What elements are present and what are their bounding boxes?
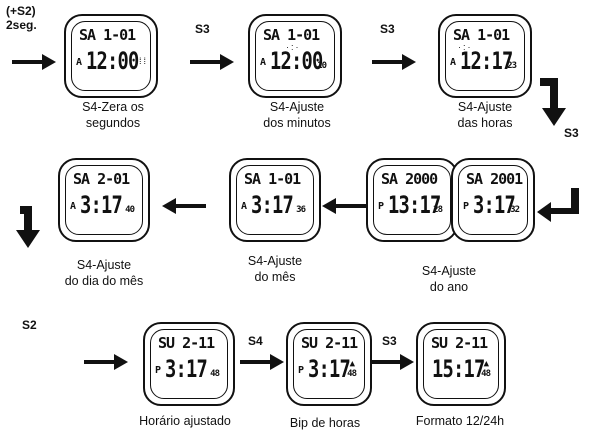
caption-line: do ano [429,280,469,294]
display-seconds: 23 [507,61,517,71]
caption-line: S4-Zera os [82,100,144,114]
caption-line: do dia do mês [64,274,144,288]
display-day-date: SA 1-01 [453,26,510,44]
display-seconds: 36 [296,205,306,215]
right-arrow-icon [84,354,128,370]
caption-line: do mês [254,270,296,284]
display-day-date: SA 2000 [381,170,438,188]
watch-display: SU 2-11 P 3:17 ▲ 48 [286,322,372,406]
display-seconds: 48 [210,369,220,379]
display-time: 3:17 [473,191,516,219]
down-arrow-icon [16,206,40,248]
display-day-date: SA 2001 [466,170,523,188]
display-ampm: P [298,365,304,376]
watch-display: SU 2-11 P 3:17 48 [143,322,235,406]
caption-line: S4-Ajuste [76,258,132,272]
left-arrow-icon [322,198,366,214]
display-seconds: 10 [317,61,327,71]
display-time: 13:17 [388,191,441,219]
caption-line: Formato 12/24h [415,414,505,428]
start-hold-label: 2seg. [6,18,37,32]
display-ampm: A [76,57,82,68]
key-s3-label: S3 [382,334,397,348]
caption-line: S4-Ajuste [457,100,513,114]
key-s3-label: S3 [564,126,579,140]
display-time: 12:17 [460,47,513,75]
display-seconds: 32 [510,205,520,215]
display-seconds: 48 [481,369,491,379]
blink-marks-icon: ·:· [286,42,301,52]
watch-display: SA 1-01 A 3:17 36 [229,158,321,242]
display-day-date: SA 1-01 [244,170,301,188]
display-ampm: P [378,201,384,212]
right-arrow-icon [12,54,56,70]
display-ampm: P [463,201,469,212]
key-s4-label: S4 [248,334,263,348]
caption-line: Bip de horas [289,416,361,430]
watch-display: SA 2-01 A 3:17 40 [58,158,150,242]
left-arrow-icon [162,198,206,214]
display-seconds: 28 [433,205,443,215]
blink-marks-icon: ⁞⁞ [138,56,148,66]
display-seconds: 48 [347,369,357,379]
display-time: 12:00 [270,47,323,75]
display-time: 12:00 [86,47,139,75]
start-combo-label: (+S2) [6,4,36,18]
watch-display: SA 1-01 A 12:17 23 ·:· [438,14,532,98]
right-arrow-icon [372,54,416,70]
return-arrow-icon [537,188,579,222]
display-time: 3:17 [80,191,123,219]
blink-marks-icon: ·:· [458,42,473,52]
right-arrow-icon [190,54,234,70]
caption-line: Horário ajustado [139,414,231,428]
display-time: 15:17 [432,355,485,383]
display-day-date: SA 1-01 [79,26,136,44]
watch-display: SA 1-01 A 12:00 ⁞⁞ [64,14,158,98]
key-s3-label: S3 [195,22,210,36]
key-s3-label: S3 [380,22,395,36]
display-day-date: SU 2-11 [431,334,488,352]
display-time: 3:17 [165,355,208,383]
caption-line: S4-Ajuste [421,264,477,278]
watch-display: SU 2-11 15:17 ▲ 48 [416,322,506,406]
watch-display: SA 2000 P 13:17 28 [366,158,458,242]
caption-line: segundos [85,116,141,130]
display-ampm: A [241,201,247,212]
bell-icon: ▲ [349,359,356,369]
display-time: 3:17 [308,355,351,383]
key-s2-label: S2 [22,318,37,332]
display-ampm: P [155,365,161,376]
display-ampm: A [450,57,456,68]
caption-line: das horas [457,116,513,130]
display-ampm: A [70,201,76,212]
display-day-date: SU 2-11 [301,334,358,352]
down-arrow-icon [540,78,566,126]
watch-display: SA 2001 P 3:17 32 [451,158,535,242]
display-day-date: SA 1-01 [263,26,320,44]
bell-icon: ▲ [483,359,490,369]
display-day-date: SU 2-11 [158,334,215,352]
display-seconds: 40 [125,205,135,215]
caption-line: S4-Ajuste [269,100,325,114]
display-day-date: SA 2-01 [73,170,130,188]
display-ampm: A [260,57,266,68]
caption-line: dos minutos [263,116,331,130]
right-arrow-icon [370,354,414,370]
display-time: 3:17 [251,191,294,219]
right-arrow-icon [240,354,284,370]
watch-display: SA 1-01 A 12:00 10 ·:· [248,14,342,98]
caption-line: S4-Ajuste [247,254,303,268]
